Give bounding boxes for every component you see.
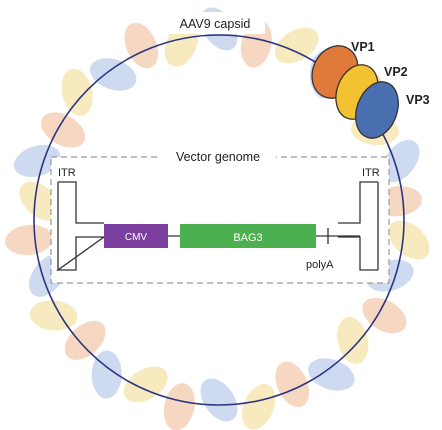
vp2-label: VP2 xyxy=(384,65,408,79)
capsid-subunit xyxy=(64,320,106,360)
capsid-subunit xyxy=(362,297,407,334)
left-itr-structure xyxy=(55,181,107,271)
capsid-subunit xyxy=(123,366,168,403)
capsid-label: AAV9 capsid xyxy=(180,17,251,31)
cmv-label: CMV xyxy=(125,232,148,243)
bag3-label: BAG3 xyxy=(233,232,262,244)
capsid-subunit xyxy=(19,181,61,221)
capsid-outline xyxy=(33,34,405,406)
genome-title-background xyxy=(160,148,276,166)
genome-box xyxy=(50,156,390,284)
polya-label: polyA xyxy=(306,259,334,271)
vp3-label: VP3 xyxy=(406,93,430,107)
cmv-promoter xyxy=(104,224,168,248)
capsid-subunit xyxy=(308,358,355,391)
capsid-subunit xyxy=(274,27,319,64)
capsid-subunit xyxy=(200,378,238,422)
capsid-subunit xyxy=(13,145,61,177)
left-itr-label: ITR xyxy=(58,167,76,179)
capsid-subunit xyxy=(5,224,53,256)
capsid-subunit xyxy=(337,316,369,365)
capsid-subunit xyxy=(388,220,430,260)
genome-title: Vector genome xyxy=(176,150,260,164)
capsid-subunit xyxy=(381,139,420,183)
vector-genome: Vector genome ITR CMV BAG3 polyA ITR xyxy=(50,148,390,284)
capsid-label-background xyxy=(165,12,265,34)
capsid-subunit xyxy=(163,383,195,430)
capsid-subunit xyxy=(91,350,122,399)
capsid-subunit xyxy=(242,383,276,430)
capsid-subunit xyxy=(61,68,93,116)
capsid-subunit xyxy=(89,58,137,91)
bag3-gene xyxy=(180,224,316,248)
right-itr-structure xyxy=(338,181,378,271)
capsid-subunit xyxy=(275,361,310,408)
capsid-proteins: VP1 VP2 VP3 xyxy=(311,40,430,139)
vp3-protein xyxy=(355,81,399,139)
vp1-label: VP1 xyxy=(351,40,375,54)
right-itr-label: ITR xyxy=(362,167,380,179)
